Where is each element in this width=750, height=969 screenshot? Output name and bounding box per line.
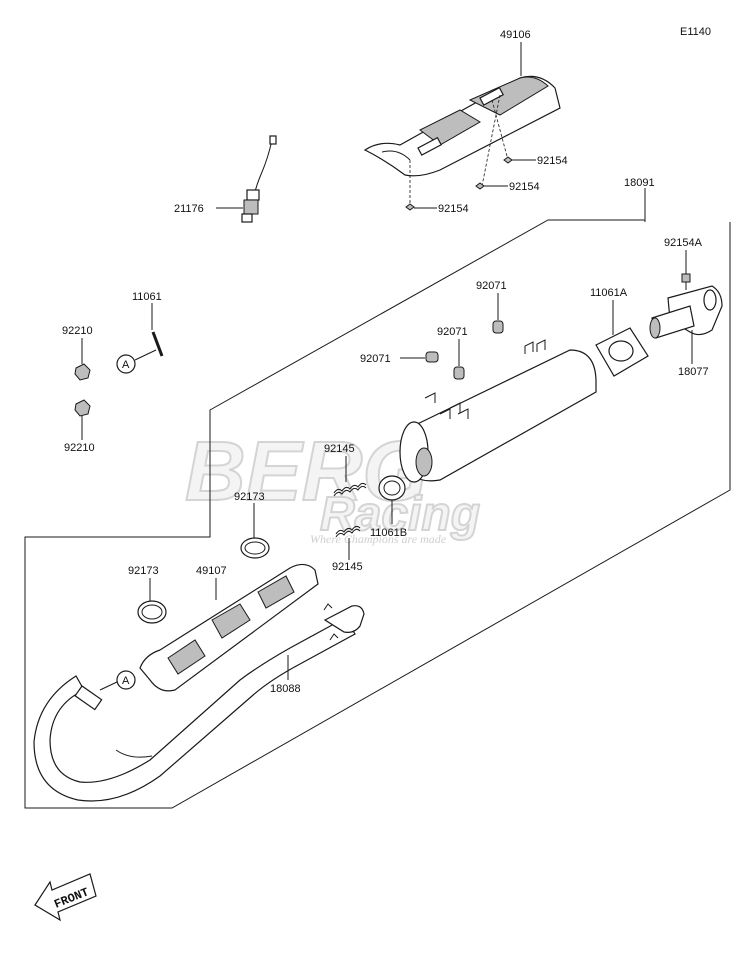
pipe-guard — [139, 563, 319, 692]
nut-icon — [74, 363, 91, 417]
label-92071-top: 92071 — [476, 280, 507, 292]
ref-marker-a-top-text: A — [122, 359, 130, 371]
label-92173-upper: 92173 — [234, 491, 265, 503]
label-92210-bottom: 92210 — [64, 442, 95, 454]
label-11061A: 11061A — [590, 287, 628, 299]
label-21176: 21176 — [174, 203, 204, 215]
label-49107: 49107 — [196, 565, 227, 577]
label-18088: 18088 — [270, 683, 301, 695]
label-11061: 11061 — [132, 291, 162, 303]
gasket-strip-icon — [151, 331, 164, 357]
label-49106: 49106 — [500, 29, 531, 41]
ref-marker-a-bottom: A — [99, 670, 136, 691]
label-92154-b: 92154 — [509, 181, 540, 193]
label-18077: 18077 — [678, 366, 709, 378]
flange-bolt-icon — [681, 273, 691, 290]
label-92154-a: 92154 — [537, 155, 568, 167]
ref-marker-a-bottom-text: A — [122, 675, 130, 687]
clamp-lower-icon — [137, 600, 167, 624]
ring-gasket — [378, 475, 406, 501]
flange-gasket — [595, 327, 649, 377]
label-92154-c: 92154 — [438, 203, 469, 215]
assembly-boundary — [24, 219, 731, 809]
label-92071-mid: 92071 — [437, 326, 468, 338]
label-18091: 18091 — [624, 177, 655, 189]
label-92071-left: 92071 — [360, 353, 391, 365]
label-92145-bottom: 92145 — [332, 561, 363, 573]
ref-marker-a-top: A — [116, 349, 157, 374]
label-92210-top: 92210 — [62, 325, 93, 337]
spring-icon — [333, 482, 367, 538]
grommet-icon — [425, 320, 504, 380]
heat-guard — [363, 75, 561, 206]
label-92154A: 92154A — [664, 237, 703, 249]
clamp-upper-icon — [240, 537, 270, 559]
label-11061B: 11061B — [370, 527, 407, 539]
diagram-code: E1140 — [680, 26, 711, 38]
label-92145-top: 92145 — [324, 443, 355, 455]
front-arrow-icon: FRONT — [34, 873, 97, 922]
sensor-icon — [241, 135, 277, 223]
label-92173-lower: 92173 — [128, 565, 159, 577]
tail-pipe — [649, 285, 723, 339]
watermark-logo-text: BERG — [185, 424, 428, 518]
muffler — [399, 339, 597, 483]
exhaust-pipe — [33, 603, 365, 802]
